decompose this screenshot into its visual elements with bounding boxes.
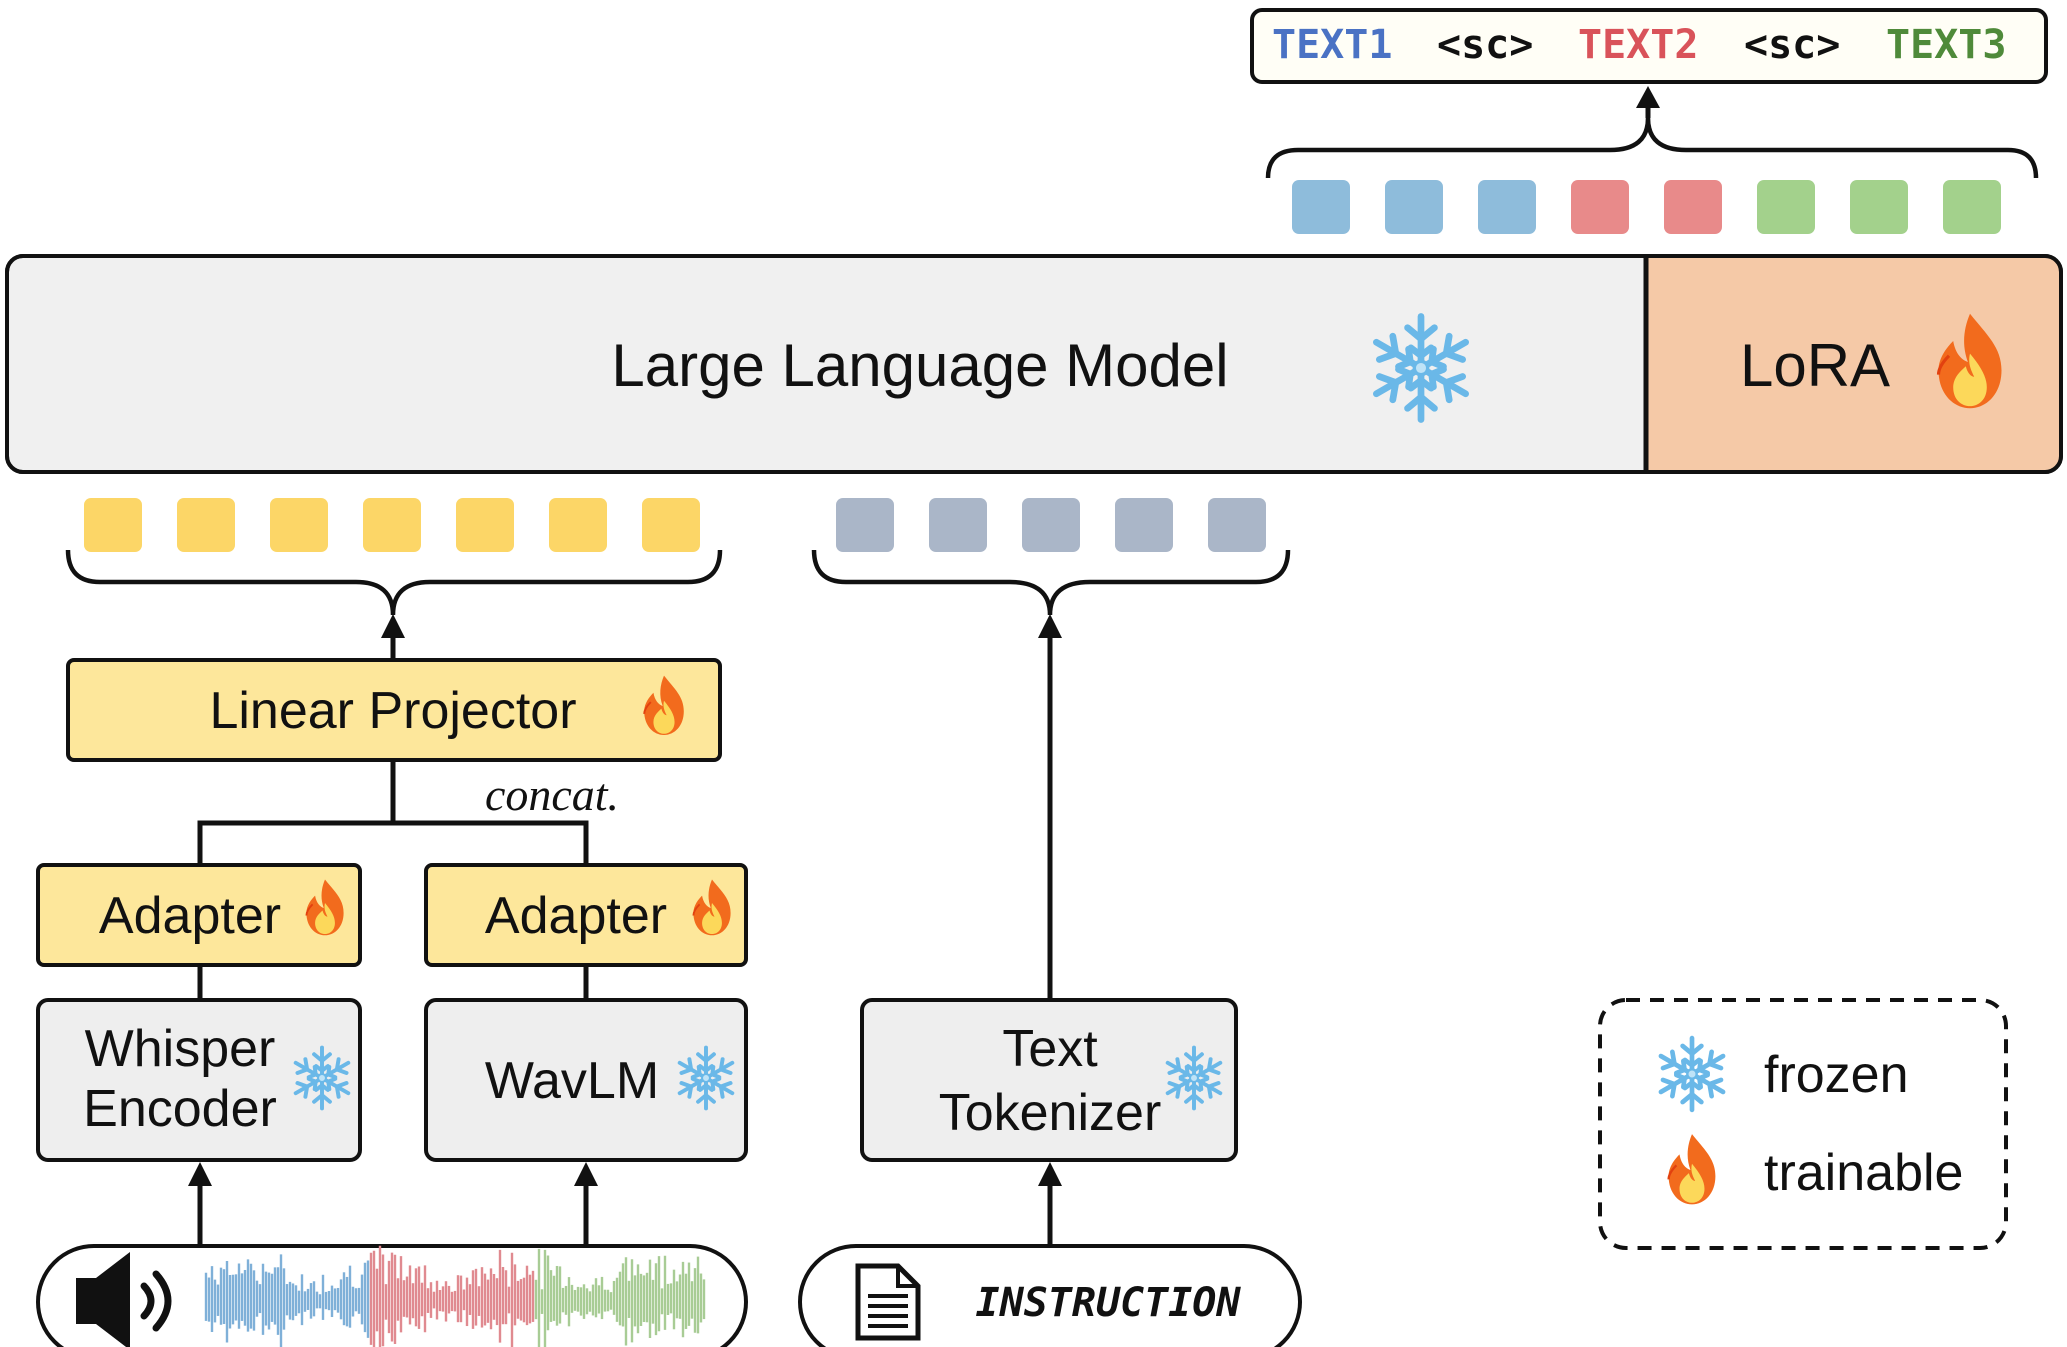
wavlm-label: WavLM: [485, 1052, 659, 1110]
instruction-to-tokenizer-arrow-head: [1038, 1162, 1062, 1186]
linear-projector-label: Linear Projector: [209, 682, 576, 740]
output-segment-text2: TEXT2: [1578, 22, 1698, 68]
text-token: [929, 498, 987, 552]
speech-token: [177, 498, 235, 552]
adapter-label-right: Adapter: [485, 887, 667, 945]
output-text-sequence: TEXT1 <sc> TEXT2 <sc> TEXT3: [1272, 22, 2006, 68]
output-token: [1571, 180, 1629, 234]
text-tokenizer-box: [860, 998, 1238, 1162]
lora-label: LoRA: [1740, 332, 1890, 399]
output-separator-1: <sc>: [1437, 22, 1533, 68]
audio-to-whisper-arrow-head: [188, 1162, 212, 1186]
instruction-input-pill: [798, 1244, 1302, 1347]
speech-token: [270, 498, 328, 552]
speech-brace: [65, 549, 723, 616]
legend-box: [1598, 998, 2008, 1250]
output-token: [1850, 180, 1908, 234]
speech-token: [84, 498, 142, 552]
speech-token: [549, 498, 607, 552]
text-token: [836, 498, 894, 552]
concat-connector: [197, 760, 589, 865]
output-token: [1943, 180, 2001, 234]
instruction-label: INSTRUCTION: [976, 1280, 1242, 1326]
llm-bar-outline: [5, 254, 2063, 474]
text-token: [1208, 498, 1266, 552]
whisper-encoder-label-line1: Whisper: [85, 1020, 276, 1078]
output-token: [1478, 180, 1536, 234]
output-brace: [1265, 117, 2039, 179]
output-arrow-head: [1636, 86, 1660, 108]
output-separator-2: <sc>: [1744, 22, 1840, 68]
speech-token: [456, 498, 514, 552]
text-token: [1022, 498, 1080, 552]
output-token: [1385, 180, 1443, 234]
output-segment-text1: TEXT1: [1272, 22, 1392, 68]
output-token: [1292, 180, 1350, 234]
text-brace: [811, 549, 1291, 616]
llm-label: Large Language Model: [611, 332, 1228, 399]
audio-waveform: [204, 1245, 706, 1347]
text-token-row: [836, 498, 1266, 552]
wavlm-box: [424, 998, 748, 1162]
whisper-encoder-label-line2: Encoder: [83, 1080, 277, 1138]
legend-trainable-label: trainable: [1764, 1144, 1963, 1202]
concat-label: concat.: [485, 769, 619, 820]
whisper-encoder-box: [36, 998, 362, 1162]
adapter-label-left: Adapter: [99, 887, 281, 945]
tokenizer-arrow-head: [1038, 614, 1062, 638]
text-token: [1115, 498, 1173, 552]
legend-frozen-label: frozen: [1764, 1046, 1909, 1104]
output-token: [1757, 180, 1815, 234]
output-token: [1664, 180, 1722, 234]
output-token-row: [1292, 180, 2001, 234]
speaker-icon: [76, 1252, 172, 1347]
speech-token-row: [84, 498, 700, 552]
output-text-box: [1250, 8, 2048, 84]
text-tokenizer-label-line1: Text: [1002, 1020, 1098, 1078]
audio-to-wavlm-arrow-head: [574, 1162, 598, 1186]
projector-arrow-head: [381, 614, 405, 638]
text-tokenizer-label-line2: Tokenizer: [939, 1084, 1162, 1142]
lora-block: [1646, 258, 2059, 470]
output-segment-text3: TEXT3: [1886, 22, 2006, 68]
speech-token: [642, 498, 700, 552]
document-icon: [855, 1263, 921, 1341]
speech-token: [363, 498, 421, 552]
